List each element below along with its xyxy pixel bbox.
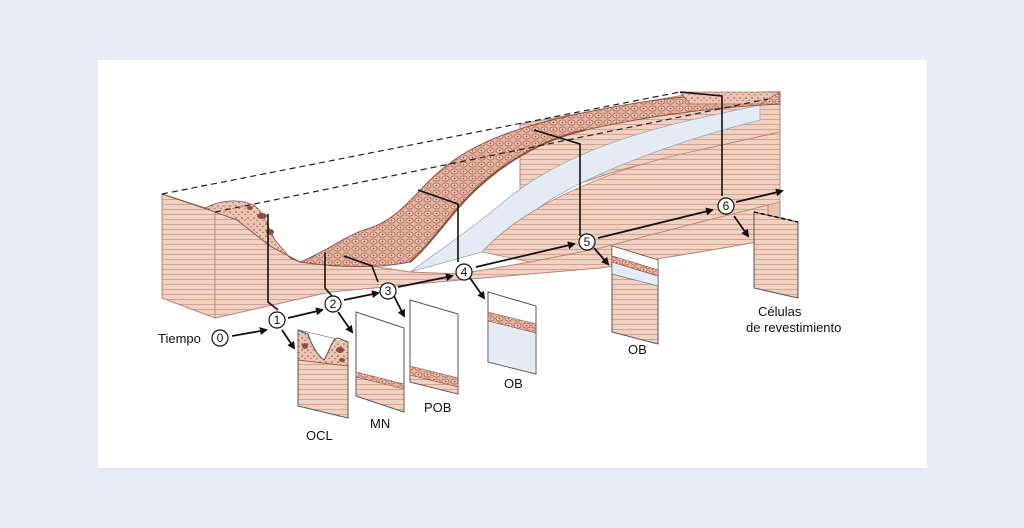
label-lining-cells-2: de revestimiento (746, 320, 841, 335)
step-2: 2 (324, 295, 342, 313)
step-6: 6 (717, 197, 735, 215)
label-mn: MN (370, 416, 390, 431)
svg-text:2: 2 (330, 297, 337, 311)
svg-text:4: 4 (461, 265, 468, 279)
step-5: 5 (578, 233, 596, 251)
label-ob-1: OB (504, 376, 523, 391)
time-axis (231, 188, 784, 337)
label-ocl: OCL (306, 428, 333, 443)
time-label: Tiempo (158, 331, 201, 346)
step-markers: 0 1 2 3 4 5 6 (211, 197, 735, 347)
section-lines (267, 91, 723, 311)
step-3: 3 (379, 282, 397, 300)
original-surface-line (161, 91, 681, 195)
step-4: 4 (455, 263, 473, 281)
panel-ob-1 (487, 291, 537, 375)
svg-text:5: 5 (584, 235, 591, 249)
block-end-face (161, 193, 216, 319)
resorption-pit (204, 200, 301, 263)
panel-ocl (297, 329, 349, 419)
svg-text:0: 0 (217, 331, 224, 345)
panel-ob-2 (611, 245, 659, 345)
panel-pob (409, 299, 459, 395)
step-0: 0 (211, 329, 229, 347)
svg-text:3: 3 (385, 284, 392, 298)
svg-text:6: 6 (723, 199, 730, 213)
label-ob-2: OB (628, 342, 647, 357)
panel-mn (355, 311, 405, 413)
label-lining-cells-1: Células (758, 304, 802, 319)
label-pob: POB (424, 400, 451, 415)
panel-arrows (281, 215, 750, 350)
bone-block (161, 91, 782, 319)
svg-text:1: 1 (274, 313, 281, 327)
panel-lining-cells (753, 211, 799, 299)
step-1: 1 (268, 311, 286, 329)
